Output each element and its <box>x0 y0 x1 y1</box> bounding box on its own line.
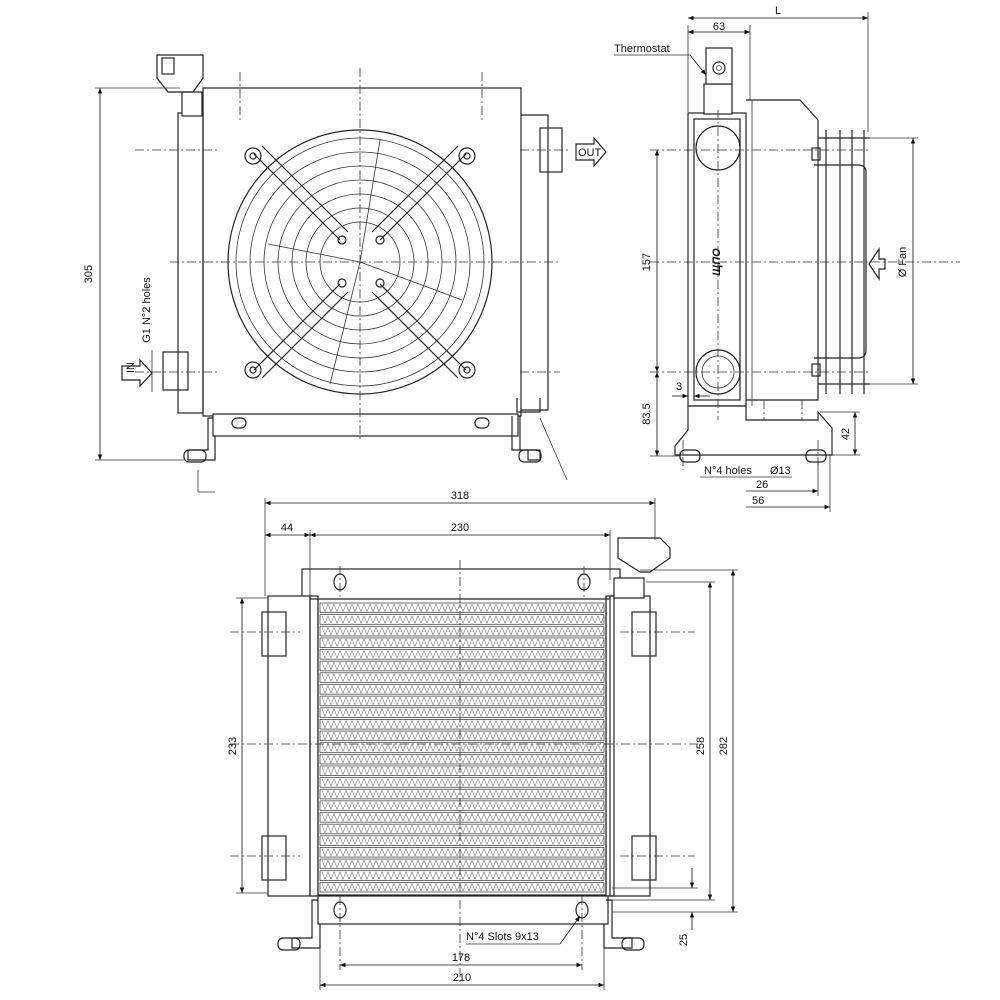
rear-bottom-bracket <box>317 895 609 925</box>
brand-logo: ЩПО <box>711 248 723 276</box>
dim-230: 230 <box>451 522 469 534</box>
front-leg-slot-left <box>183 449 207 463</box>
thermostat-label: Thermostat <box>614 43 670 55</box>
side-thermostat-head <box>705 47 733 85</box>
side-core <box>746 99 819 401</box>
front-leg-slot-right <box>518 449 542 463</box>
rear-thermostat-base <box>613 577 645 599</box>
front-leader-line <box>539 417 568 481</box>
front-leg-left <box>187 417 216 461</box>
rear-left-header <box>267 595 311 897</box>
dim-318: 318 <box>451 490 469 502</box>
front-thermostat-body <box>181 91 203 117</box>
g1-holes-label: G1 N°2 holes <box>141 277 153 343</box>
dim-44: 44 <box>281 522 293 534</box>
fan-dia-label: Ø Fan <box>897 247 909 278</box>
dim-3: 3 <box>676 381 682 393</box>
dim-L: L <box>775 5 781 17</box>
front-thermostat-cap <box>161 57 175 75</box>
front-foot-bar <box>212 413 519 437</box>
side-view: ЩПО Thermostat 63 L Ø Fan 157 <box>614 5 960 512</box>
dim-178: 178 <box>452 952 470 964</box>
side-base-bracket <box>674 405 833 456</box>
dim-210: 210 <box>453 972 471 984</box>
in-arrow-icon: IN <box>121 358 153 388</box>
dim-258: 258 <box>695 737 707 755</box>
rear-right-header <box>609 595 651 897</box>
front-right-header <box>521 114 549 411</box>
front-drain <box>516 398 541 413</box>
in-label: IN <box>125 362 137 373</box>
out-label: OUT <box>578 147 602 159</box>
dim-25: 25 <box>678 934 690 946</box>
rear-leg-left <box>291 899 321 949</box>
dim-305: 305 <box>83 265 95 283</box>
dim-233: 233 <box>227 737 239 755</box>
holes4-label: N°4 holes <box>704 465 752 477</box>
front-foot-slot-left <box>231 417 247 429</box>
hole-dia-label: Ø13 <box>770 465 791 477</box>
air-flow-arrow-icon <box>868 247 886 281</box>
out-arrow-icon: OUT <box>575 136 607 168</box>
front-view: IN OUT 305 G1 N°2 holes <box>83 54 607 493</box>
front-inlet-stub <box>162 351 189 391</box>
dim-157: 157 <box>641 253 653 271</box>
slots4-label: N°4 Slots 9x13 <box>466 931 539 943</box>
dim-42: 42 <box>840 428 852 440</box>
rear-top-bracket <box>301 568 621 600</box>
side-tank <box>687 112 747 407</box>
core-fins <box>319 602 605 893</box>
front-foot-slot-right <box>474 417 490 429</box>
rear-thermostat-head <box>617 537 671 573</box>
dim-282: 282 <box>718 737 730 755</box>
dim-83-5: 83.5 <box>641 403 653 424</box>
front-thermostat-head <box>156 54 204 93</box>
dim-63: 63 <box>713 21 725 33</box>
front-left-header <box>177 112 204 414</box>
side-thermostat-base <box>703 83 733 115</box>
dim-26: 26 <box>756 479 768 491</box>
rear-view: 318 44 230 233 258 282 25 N°4 Slots 9x13 <box>227 490 738 990</box>
dim-56: 56 <box>752 495 764 507</box>
